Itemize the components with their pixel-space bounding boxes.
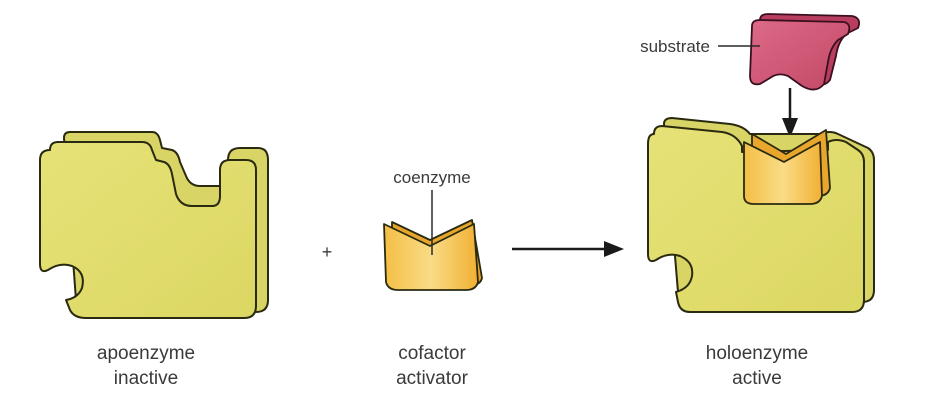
holoenzyme-cofactor-front [743,141,823,205]
apoenzyme-caption: apoenzyme [97,343,195,364]
holoenzyme-cofactor [743,129,831,205]
holoenzyme-state: active [732,368,782,389]
substrate-arrow [782,88,798,138]
apoenzyme-front-layer [39,141,257,319]
holoenzyme-caption: holoenzyme [706,343,808,364]
plus-sign: + [322,242,333,262]
cofactor-front-face [383,223,479,291]
cofactor-caption: cofactor [398,343,466,364]
coenzyme-label: coenzyme [393,168,470,187]
cofactor-shape [383,219,483,291]
substrate-label: substrate [640,37,710,56]
substrate-front-layer [749,19,851,91]
apoenzyme-state: inactive [114,368,178,389]
substrate-shape [749,13,861,91]
reaction-arrow [512,241,624,257]
cofactor-role: activator [396,368,468,389]
apoenzyme-shape [39,131,269,319]
